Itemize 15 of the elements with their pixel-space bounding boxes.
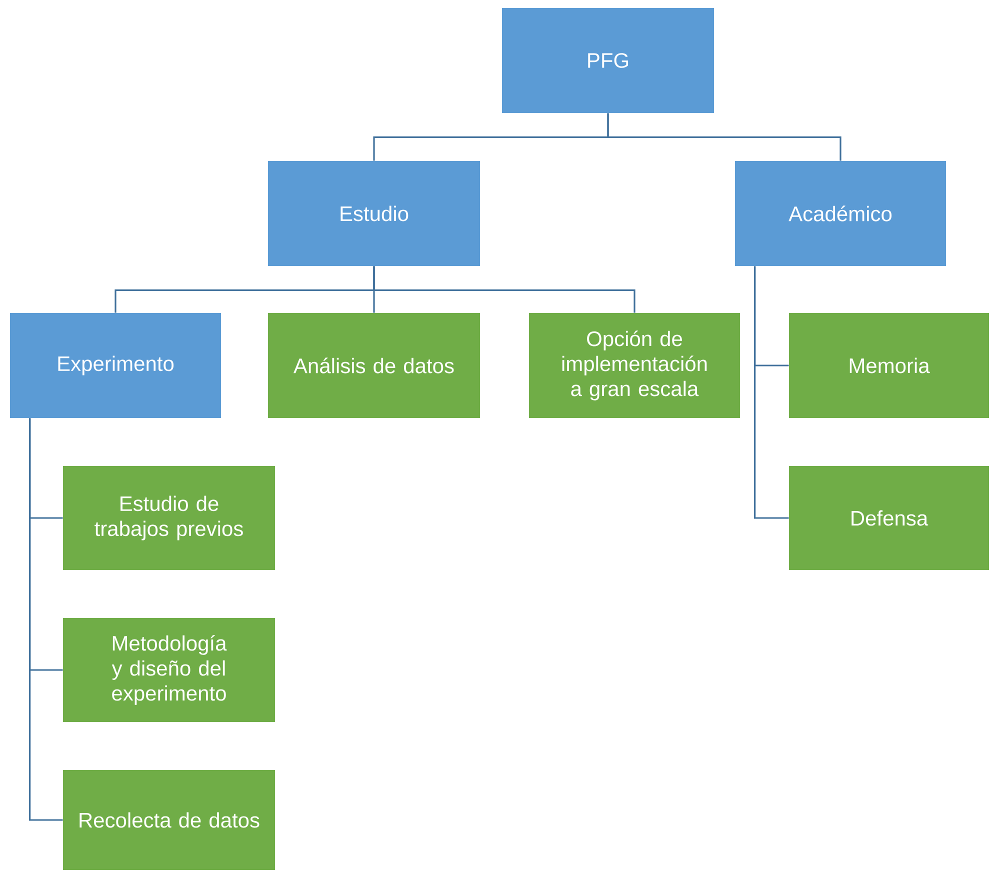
connector-line xyxy=(373,266,636,313)
connector-line xyxy=(29,418,63,821)
task-box: Estudio de trabajos previos xyxy=(63,466,275,570)
task-box: Defensa xyxy=(789,466,989,570)
category-box: PFG xyxy=(502,8,714,113)
task-box: Opción de implementación a gran escala xyxy=(529,313,740,418)
task-box: Metodología y diseño del experimento xyxy=(63,618,275,722)
connector-line xyxy=(607,113,842,161)
category-box: Estudio xyxy=(268,161,480,266)
task-box: Memoria xyxy=(789,313,989,418)
category-box: Experimento xyxy=(10,313,221,418)
connector-line xyxy=(754,266,789,519)
task-box: Recolecta de datos xyxy=(63,770,275,870)
category-box: Académico xyxy=(735,161,946,266)
task-box: Análisis de datos xyxy=(268,313,480,418)
